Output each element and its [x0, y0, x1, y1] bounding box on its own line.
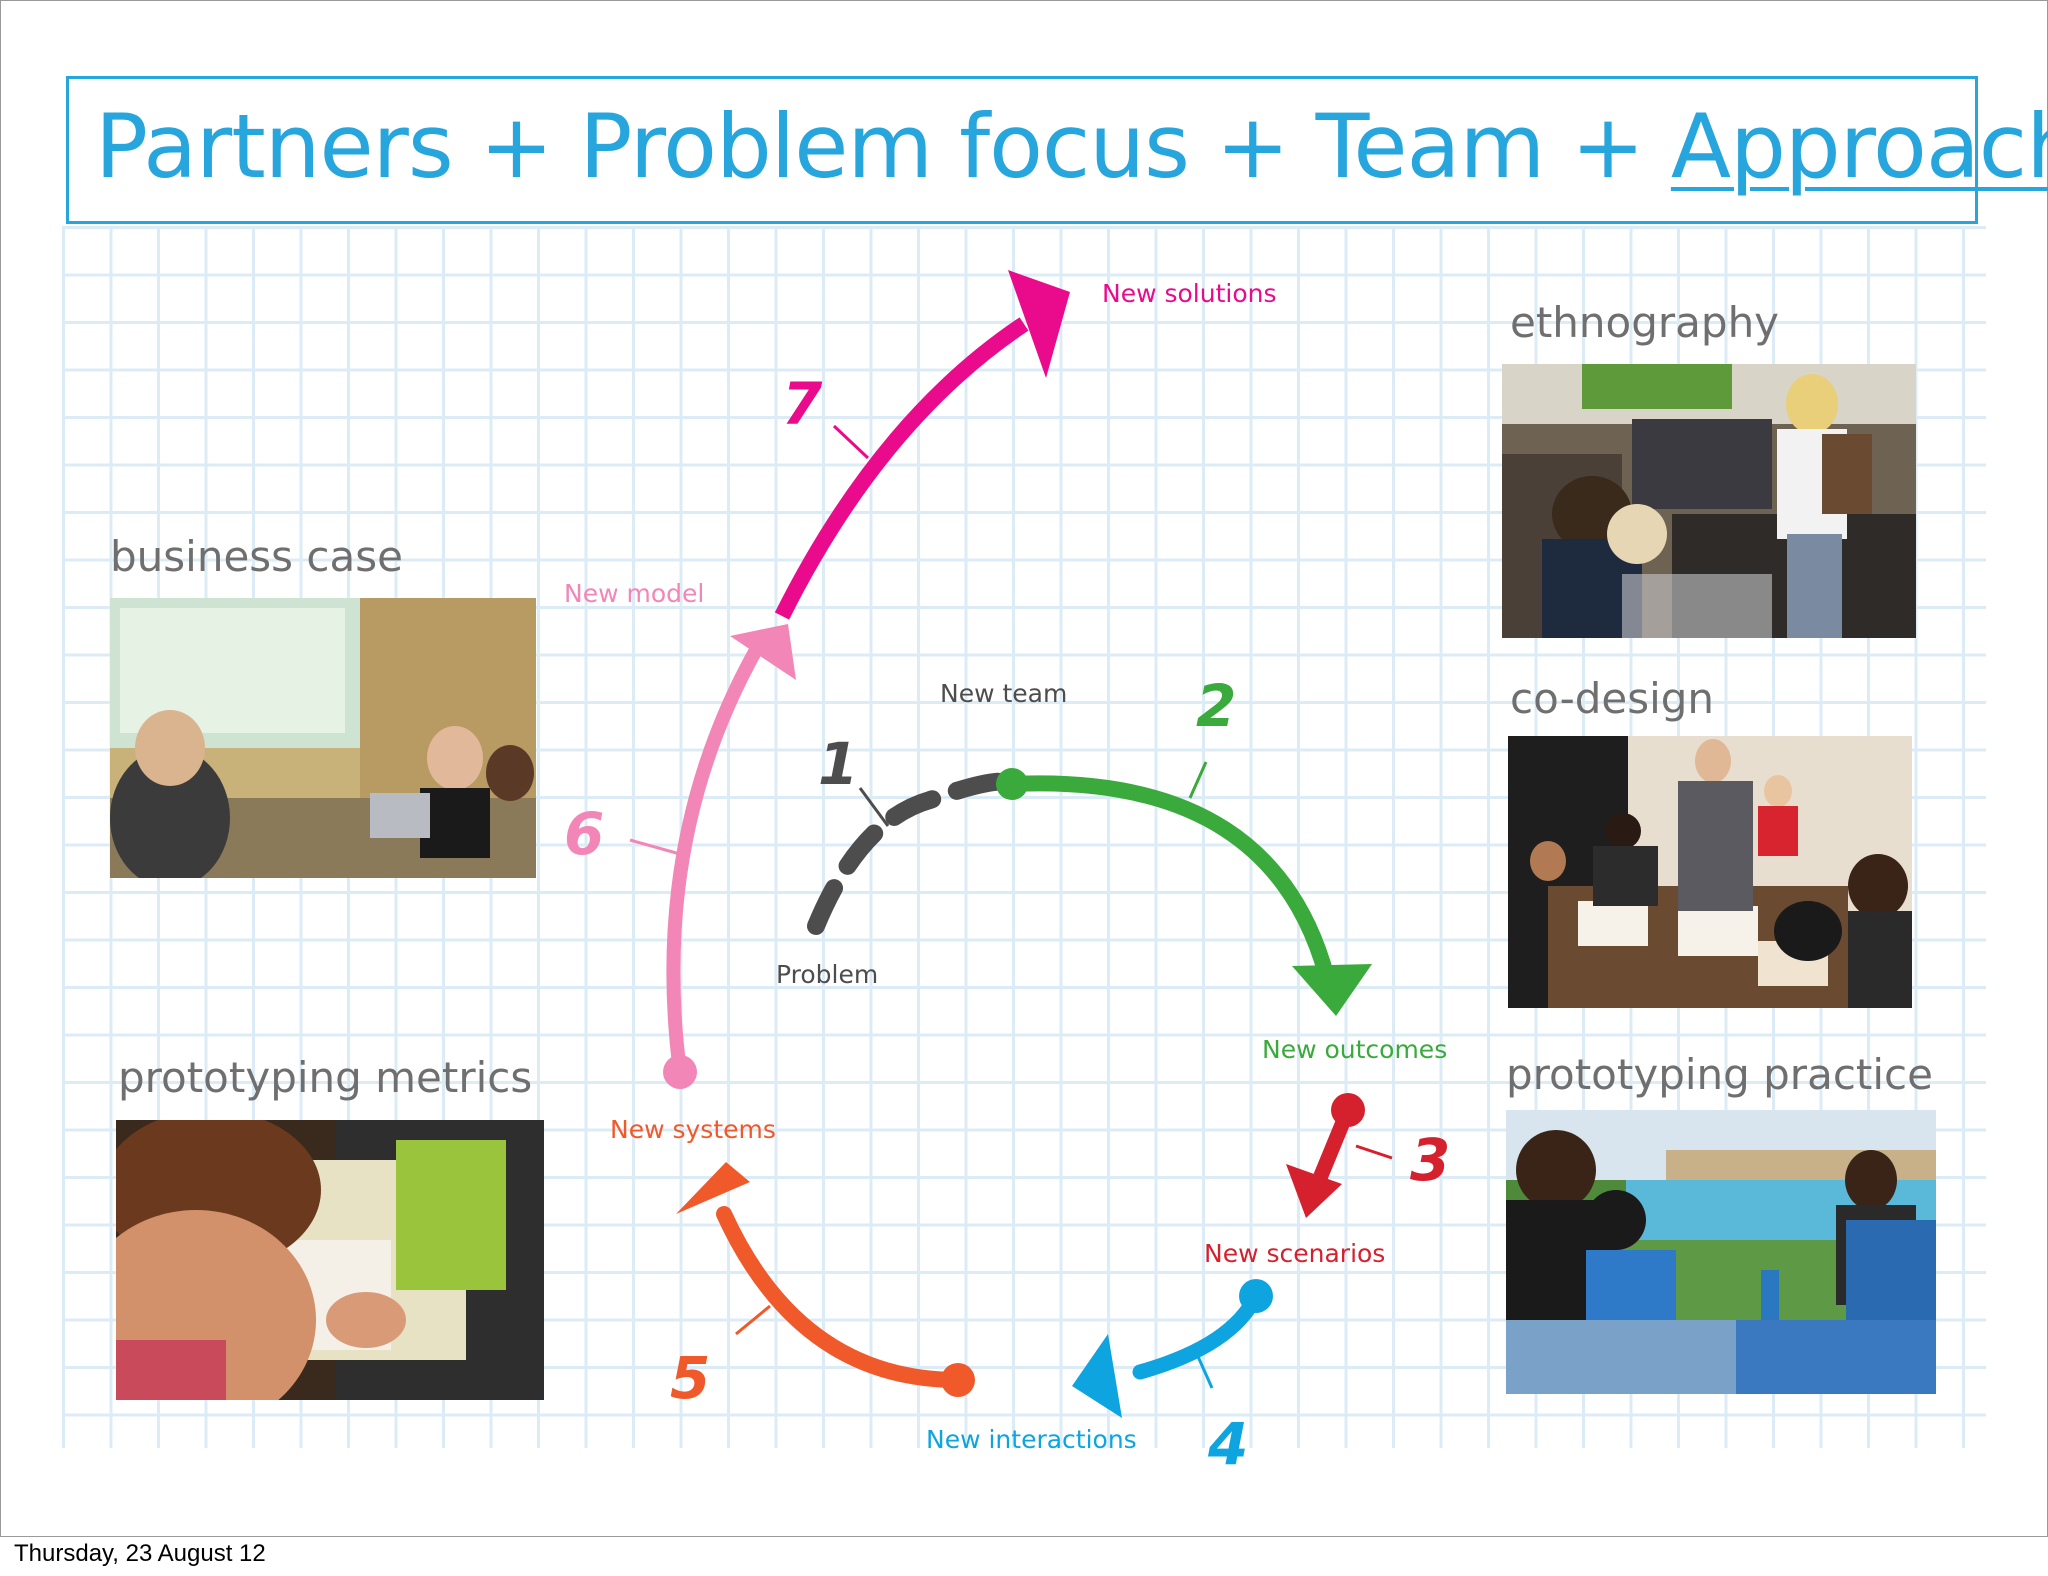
- step-number-4: 4: [1207, 1410, 1248, 1478]
- step-6-arrowhead: [730, 624, 796, 680]
- label-problem: Problem: [776, 960, 878, 989]
- step-5-arrow: [676, 1162, 975, 1397]
- ethnography-photo: [1502, 364, 1916, 638]
- business-case-label: business case: [110, 532, 403, 581]
- step-4-arrow: [1072, 1279, 1273, 1418]
- step-6-leader: [629, 838, 681, 856]
- step-5-start-dot: [941, 1363, 975, 1397]
- prototyping-metrics-label: prototyping metrics: [118, 1053, 533, 1102]
- prototyping-practice-label: prototyping practice: [1506, 1050, 1933, 1099]
- step-6-start-dot: [663, 1055, 697, 1089]
- label-new-solutions: New solutions: [1102, 279, 1277, 308]
- label-new-model: New model: [564, 579, 704, 608]
- step-2-leader: [1188, 761, 1208, 799]
- co-design-label: co-design: [1510, 674, 1715, 723]
- step-3-arrow: [1286, 1093, 1393, 1218]
- step-3-arrowhead: [1286, 1164, 1342, 1218]
- step-number-1: 1: [818, 730, 858, 798]
- prototyping-metrics-photo: [116, 1120, 544, 1400]
- step-5-arrowhead: [676, 1162, 750, 1214]
- step-4-leader: [1194, 1351, 1214, 1389]
- step-2-arrow: [996, 761, 1372, 1016]
- footer-date: Thursday, 23 August 12: [14, 1540, 266, 1567]
- label-new-scenarios: New scenarios: [1204, 1239, 1385, 1268]
- label-new-team: New team: [940, 679, 1067, 708]
- step-3-start-dot: [1331, 1093, 1365, 1127]
- co-design-photo: [1508, 736, 1912, 1008]
- business-case-photo: [110, 598, 536, 878]
- step-6-arrow: [629, 624, 796, 1089]
- title-main: Partners + Problem focus + Team +: [95, 95, 1671, 198]
- slide-title: Partners + Problem focus + Team + Approa…: [95, 87, 2048, 207]
- title-box: Partners + Problem focus + Team + Approa…: [66, 76, 2048, 224]
- step-number-2: 2: [1196, 672, 1236, 740]
- label-new-systems: New systems: [610, 1115, 776, 1144]
- step-7-arrow: [774, 270, 1070, 620]
- step-number-5: 5: [670, 1344, 710, 1412]
- step-1-leader: [858, 787, 890, 827]
- step-7-arrowhead: [1008, 270, 1070, 378]
- step-3-leader: [1355, 1144, 1393, 1160]
- step-number-6: 6: [564, 800, 604, 868]
- prototyping-practice-photo: [1506, 1110, 1936, 1394]
- label-new-interactions: New interactions: [926, 1425, 1137, 1454]
- step-1-arc: [807, 772, 1021, 935]
- step-4-arrowhead: [1072, 1334, 1122, 1418]
- step-5-leader: [735, 1304, 771, 1336]
- ethnography-label: ethnography: [1510, 298, 1780, 347]
- title-approach: Approach: [1670, 95, 2048, 198]
- step-7-leader: [832, 424, 870, 460]
- step-number-7: 7: [782, 370, 823, 438]
- label-new-outcomes: New outcomes: [1262, 1035, 1447, 1064]
- step-number-3: 3: [1410, 1126, 1450, 1194]
- step-2-arrowhead: [1292, 964, 1372, 1016]
- step-4-start-dot: [1239, 1279, 1273, 1313]
- step-2-start-dot: [996, 768, 1028, 800]
- footer-divider: [0, 1536, 2048, 1537]
